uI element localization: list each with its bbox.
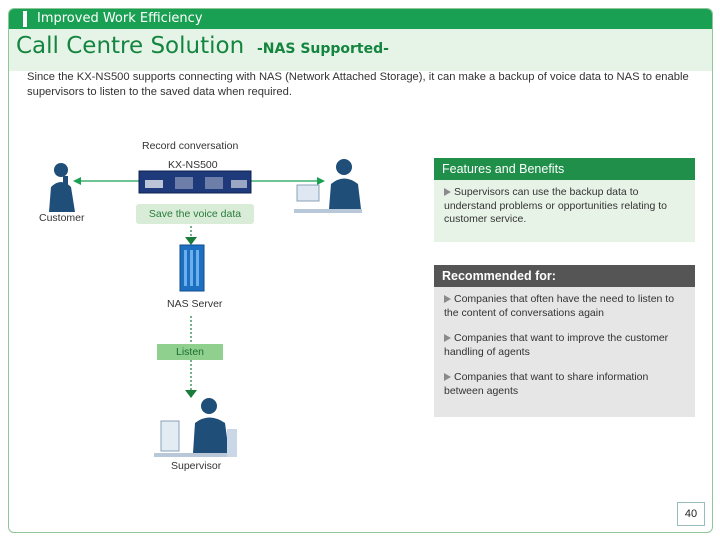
save-voice-data-pill: Save the voice data: [136, 204, 254, 224]
features-panel: Supervisors can use the backup data to u…: [434, 180, 695, 242]
bullet-arrow-icon: [444, 188, 451, 196]
bullet-arrow-icon: [444, 295, 451, 303]
bullet-arrow-icon: [444, 373, 451, 381]
page-title: Call Centre Solution: [16, 33, 245, 59]
nas-server-icon: [179, 244, 205, 292]
call-flow-diagram: [49, 159, 362, 457]
features-item-text: Supervisors can use the backup data to u…: [444, 186, 667, 225]
recommended-item: Companies that want to share information…: [444, 371, 685, 398]
title-band: [9, 29, 712, 71]
features-item: Supervisors can use the backup data to u…: [444, 186, 685, 227]
record-conversation-label: Record conversation: [142, 140, 239, 152]
kx-ns500-device-icon: [138, 170, 252, 194]
listen-button[interactable]: Listen: [157, 344, 223, 360]
save-arrow-head: [185, 237, 197, 245]
page-number: 40: [677, 502, 705, 526]
agent-figure-icon: [294, 159, 362, 213]
section-label: Improved Work Efficiency: [37, 11, 203, 26]
bullet-arrow-icon: [444, 334, 451, 342]
page-subtitle: -NAS Supported-: [257, 41, 389, 57]
slide-frame: Improved Work Efficiency Call Centre Sol…: [8, 8, 713, 533]
section-marker: [23, 11, 27, 27]
customer-figure-icon: [49, 163, 75, 212]
supervisor-figure-icon: [154, 398, 237, 457]
supervisor-label: Supervisor: [171, 460, 222, 472]
recommended-heading: Recommended for:: [434, 265, 695, 287]
device-label: KX-NS500: [168, 159, 218, 171]
listen-arrow-head: [185, 390, 197, 398]
recommended-item: Companies that often have the need to li…: [444, 293, 685, 320]
section-bar: Improved Work Efficiency: [9, 9, 712, 29]
recommended-item-text: Companies that want to improve the custo…: [444, 332, 669, 358]
recommended-item-text: Companies that often have the need to li…: [444, 293, 675, 319]
intro-text: Since the KX-NS500 supports connecting w…: [27, 71, 689, 98]
recommended-item: Companies that want to improve the custo…: [444, 332, 685, 359]
customer-label: Customer: [39, 212, 85, 224]
recommended-panel: Companies that often have the need to li…: [434, 287, 695, 417]
features-heading: Features and Benefits: [434, 158, 695, 180]
nas-server-label: NAS Server: [167, 298, 223, 310]
recommended-item-text: Companies that want to share information…: [444, 371, 649, 397]
